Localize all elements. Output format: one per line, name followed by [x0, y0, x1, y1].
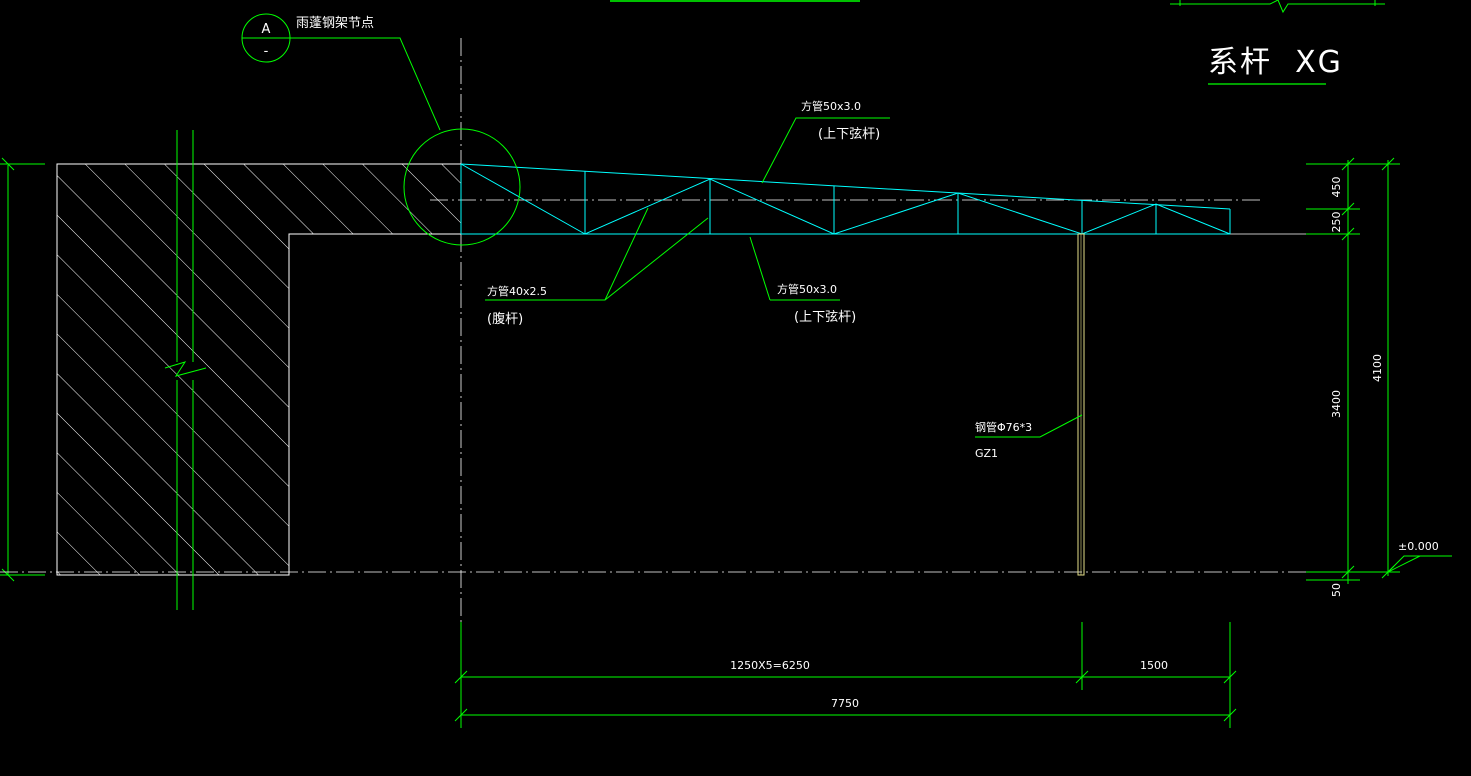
dim-50: 50	[1330, 583, 1343, 597]
center-lines	[0, 38, 1320, 730]
detail-ref-top: A	[262, 22, 271, 37]
top-chord-size: 方管50x3.0	[801, 99, 861, 113]
column-mark: GZ1	[975, 447, 998, 460]
dim-3400: 3400	[1330, 390, 1343, 418]
wall-section	[56, 163, 462, 576]
dim-4100: 4100	[1371, 354, 1384, 382]
bottom-chord-size: 方管50x3.0	[777, 282, 837, 296]
web-members	[460, 163, 1231, 235]
horizontal-dims	[454, 622, 1237, 728]
column-size: 钢管Φ76*3	[975, 420, 1032, 434]
elevation-label: ±0.000	[1398, 540, 1439, 553]
dim-250: 250	[1330, 212, 1343, 233]
vertical-dims	[1306, 157, 1400, 584]
detail-marker	[241, 13, 521, 246]
web-size: 方管40x2.5	[487, 284, 547, 298]
drawing-title: 系杆 XG	[1208, 45, 1343, 80]
left-dim	[0, 157, 45, 582]
web-role: (腹杆)	[487, 311, 523, 327]
bottom-chord-role: (上下弦杆)	[794, 309, 856, 325]
dim-450: 450	[1330, 177, 1343, 198]
top-fragments	[610, 0, 1385, 14]
top-chord-role: (上下弦杆)	[818, 126, 880, 142]
truss	[460, 163, 1231, 235]
dim-bay: 1250X5=6250	[730, 659, 810, 672]
detail-ref-label: 雨蓬钢架节点	[296, 16, 374, 31]
dim-total: 7750	[831, 697, 859, 710]
callout-leaders	[485, 117, 1083, 438]
elevation-marker	[1387, 555, 1452, 573]
dim-overhang: 1500	[1140, 659, 1168, 672]
column-gz1	[1077, 233, 1085, 576]
wall-axis	[164, 130, 207, 610]
detail-ref-bottom: -	[264, 44, 269, 59]
top-chord	[460, 163, 1231, 210]
